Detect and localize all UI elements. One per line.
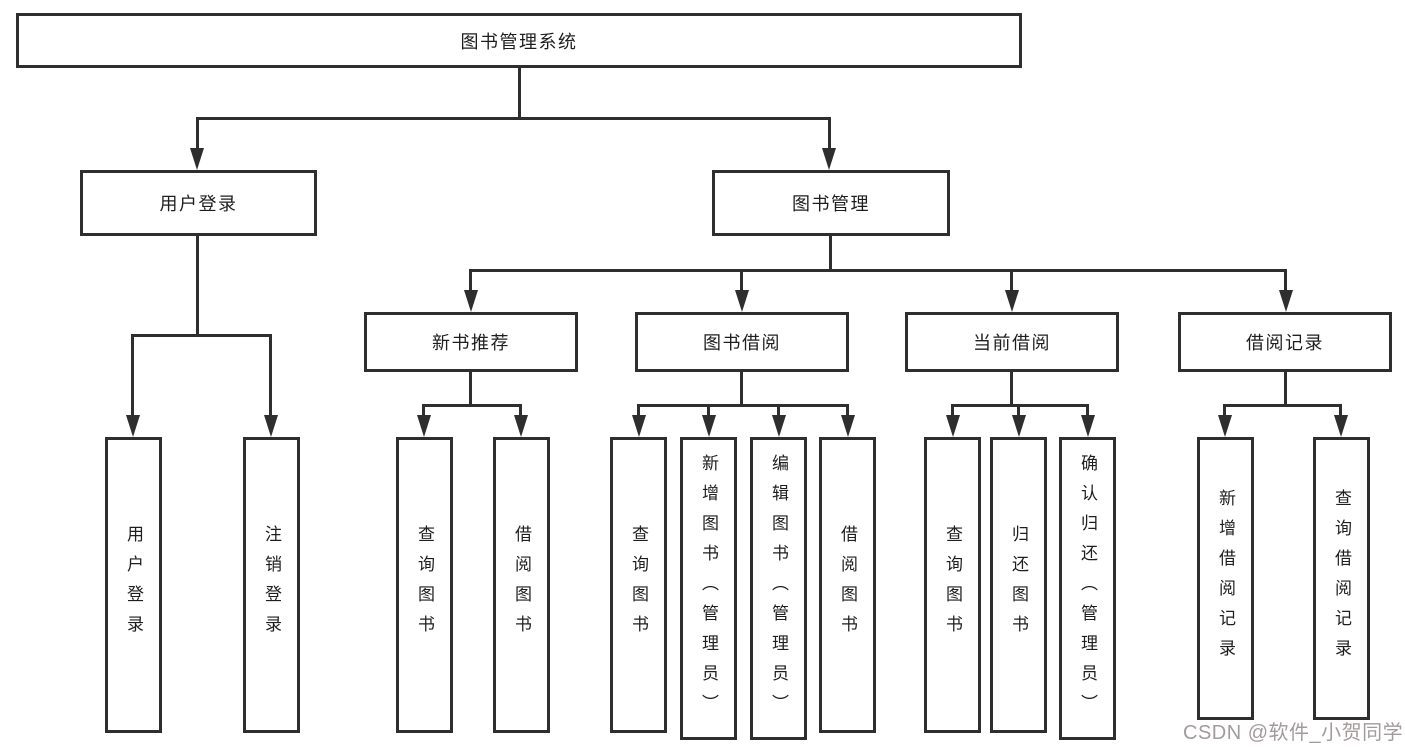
leaf-edit-books-admin: 编辑图书（管理员） (750, 437, 807, 740)
arrow-down-icon (1005, 290, 1019, 312)
arrow-down-icon (772, 415, 786, 437)
node-new-book-recommend: 新书推荐 (364, 312, 578, 372)
watermark: CSDN @软件_小贺同学 (1183, 722, 1404, 744)
node-library-management-system: 图书管理系统 (16, 13, 1022, 68)
connector-segment (846, 404, 849, 417)
leaf-borrow-books: 借阅图书 (819, 437, 876, 733)
leaf-add-books-admin: 新增图书（管理员） (680, 437, 737, 740)
arrow-down-icon (1218, 415, 1232, 437)
connector-segment (422, 404, 522, 407)
leaf-user-login: 用户登录 (105, 437, 162, 733)
connector-segment (131, 334, 272, 337)
leaf-borrow-books-recommend: 借阅图书 (493, 437, 550, 733)
arrow-down-icon (946, 415, 960, 437)
leaf-query-books-borrowing: 查询图书 (610, 437, 667, 733)
connector-segment (269, 334, 272, 417)
connector-segment (1284, 269, 1287, 293)
connector-segment (196, 236, 199, 336)
connector-segment (740, 372, 743, 407)
leaf-confirm-return-admin: 确认归还（管理员） (1059, 437, 1116, 740)
connector-segment (196, 117, 831, 120)
connector-segment (1223, 404, 1226, 417)
connector-segment (469, 372, 472, 407)
connector-segment (519, 404, 522, 417)
arrow-down-icon (126, 415, 140, 437)
leaf-return-books: 归还图书 (990, 437, 1047, 733)
arrow-down-icon (190, 148, 204, 170)
arrow-down-icon (632, 415, 646, 437)
connector-segment (829, 236, 832, 272)
leaf-logout-login: 注销登录 (243, 437, 300, 733)
node-borrowing-records: 借阅记录 (1178, 312, 1392, 372)
arrow-down-icon (514, 415, 528, 437)
connector-segment (637, 404, 849, 407)
connector-segment (1010, 269, 1013, 293)
connector-segment (637, 404, 640, 417)
connector-segment (1284, 372, 1287, 407)
arrow-down-icon (1334, 415, 1348, 437)
connector-segment (951, 404, 1089, 407)
connector-segment (1339, 404, 1342, 417)
connector-segment (1086, 404, 1089, 417)
connector-segment (469, 269, 472, 293)
arrow-down-icon (1012, 415, 1026, 437)
node-book-management: 图书管理 (712, 170, 950, 236)
arrow-down-icon (1279, 290, 1293, 312)
arrow-down-icon (841, 415, 855, 437)
connector-segment (707, 404, 710, 417)
connector-segment (951, 404, 954, 417)
arrow-down-icon (822, 148, 836, 170)
arrow-down-icon (464, 290, 478, 312)
node-book-borrowing: 图书借阅 (635, 312, 849, 372)
leaf-query-books-recommend: 查询图书 (396, 437, 453, 733)
arrow-down-icon (417, 415, 431, 437)
node-current-borrowing: 当前借阅 (905, 312, 1119, 372)
node-user-login: 用户登录 (80, 170, 317, 236)
connector-segment (777, 404, 780, 417)
connector-segment (828, 117, 831, 151)
arrow-down-icon (264, 415, 278, 437)
leaf-query-books-current: 查询图书 (924, 437, 981, 733)
arrow-down-icon (1081, 415, 1095, 437)
connector-segment (469, 269, 1287, 272)
connector-segment (740, 269, 743, 293)
arrow-down-icon (735, 290, 749, 312)
leaf-add-borrow-record: 新增借阅记录 (1197, 437, 1254, 720)
leaf-query-borrow-record: 查询借阅记录 (1313, 437, 1370, 720)
connector-segment (422, 404, 425, 417)
connector-segment (131, 334, 134, 417)
arrow-down-icon (702, 415, 716, 437)
connector-segment (1017, 404, 1020, 417)
connector-segment (1223, 404, 1342, 407)
connector-segment (196, 117, 199, 151)
connector-segment (1010, 372, 1013, 407)
connector-segment (518, 68, 521, 119)
